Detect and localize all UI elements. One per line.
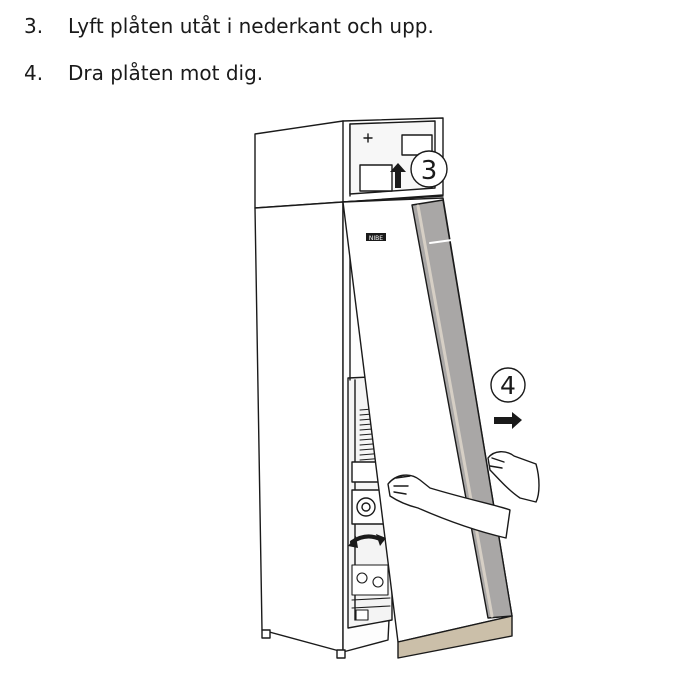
step-number: 4. — [24, 61, 44, 85]
arrow-right-icon — [494, 412, 522, 429]
step-number: 3. — [24, 14, 44, 38]
right-hand — [387, 474, 511, 539]
callout-3-label: 3 — [421, 156, 438, 186]
double-arrow-icon — [348, 534, 386, 548]
brand-badge: NIBE — [369, 235, 383, 242]
step-item: 4. Dra plåten mot dig. — [24, 61, 263, 85]
left-hand — [487, 451, 540, 503]
callout-4-label: 4 — [500, 371, 516, 400]
step-text: Lyft plåten utåt i nederkant och upp. — [68, 14, 434, 38]
step-item: 3. Lyft plåten utåt i nederkant och upp. — [24, 14, 434, 38]
callout-4: 4 — [490, 367, 526, 403]
arrow-up-icon — [390, 163, 406, 188]
callout-3: 3 — [410, 150, 448, 188]
pipework — [351, 564, 391, 621]
front-panel: NIBE — [342, 197, 513, 659]
step-text: Dra plåten mot dig. — [68, 61, 264, 85]
